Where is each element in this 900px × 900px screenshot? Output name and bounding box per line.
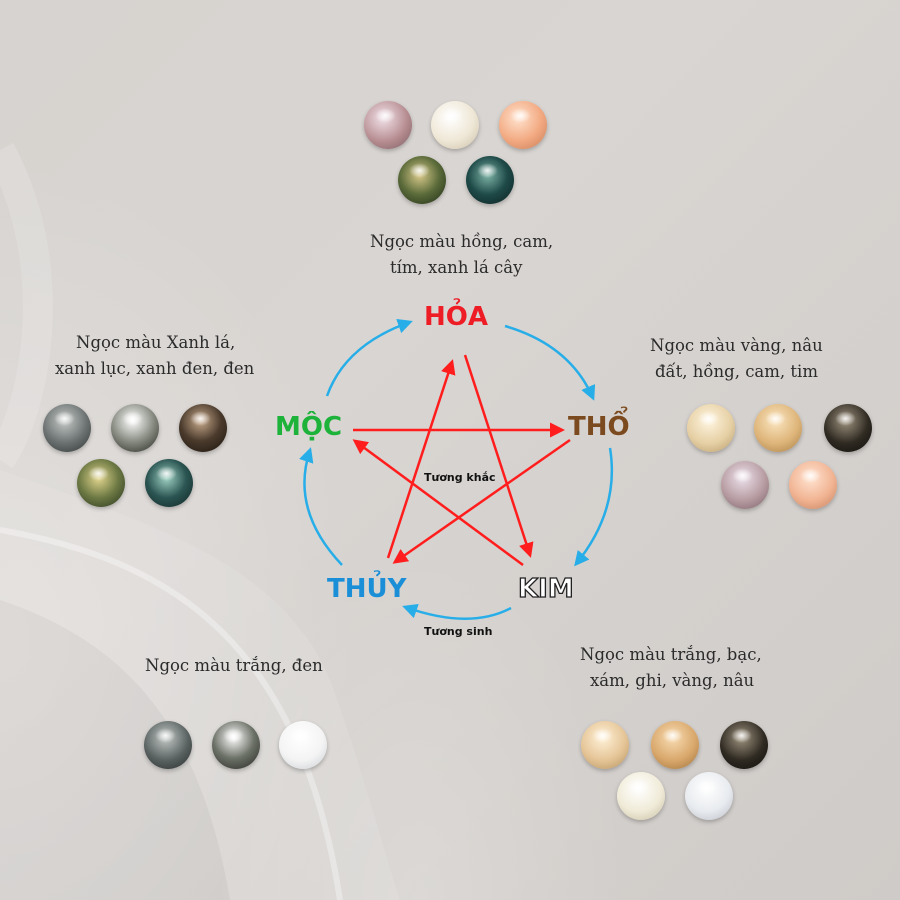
center-label-tuong-khac: Tương khắc: [424, 471, 496, 484]
pearl: [466, 156, 514, 204]
cycle-label-tuong-sinh: Tương sinh: [424, 625, 493, 638]
pearl: [364, 101, 412, 149]
pearl: [499, 101, 547, 149]
caption-tho-line2: đất, hồng, cam, tim: [655, 362, 818, 381]
pearl: [581, 721, 629, 769]
element-label-hoa: HỎA: [424, 302, 488, 332]
pearl: [398, 156, 446, 204]
element-label-moc: MỘC: [275, 412, 343, 442]
element-label-kim: KIM: [517, 573, 574, 604]
pearl: [789, 461, 837, 509]
caption-thuy-line1: Ngọc màu trắng, đen: [145, 656, 323, 675]
pearl: [685, 772, 733, 820]
pearl: [824, 404, 872, 452]
pearl: [617, 772, 665, 820]
generating-cycle-arrows: [299, 318, 614, 620]
pearl: [212, 721, 260, 769]
pearl: [144, 721, 192, 769]
caption-moc-line2: xanh lục, xanh đen, đen: [55, 359, 255, 378]
pearl: [721, 461, 769, 509]
caption-hoa-line2: tím, xanh lá cây: [390, 258, 523, 277]
pearl: [145, 459, 193, 507]
pearl: [179, 404, 227, 452]
pearl: [431, 101, 479, 149]
pearl: [720, 721, 768, 769]
pearl: [43, 404, 91, 452]
pearl: [111, 404, 159, 452]
pearl: [687, 404, 735, 452]
controlling-star-arrows: [352, 354, 571, 567]
caption-tho-line1: Ngọc màu vàng, nâu: [650, 336, 823, 355]
element-label-thuy: THỦY: [327, 574, 407, 604]
caption-hoa-line1: Ngọc màu hồng, cam,: [370, 232, 554, 251]
caption-kim-line2: xám, ghi, vàng, nâu: [590, 671, 755, 690]
element-label-tho: THỔ: [568, 412, 630, 442]
caption-kim-line1: Ngọc màu trắng, bạc,: [580, 645, 762, 664]
caption-moc-line1: Ngọc màu Xanh lá,: [76, 333, 236, 352]
pearl: [77, 459, 125, 507]
pearl: [279, 721, 327, 769]
pearl: [651, 721, 699, 769]
pearl: [754, 404, 802, 452]
